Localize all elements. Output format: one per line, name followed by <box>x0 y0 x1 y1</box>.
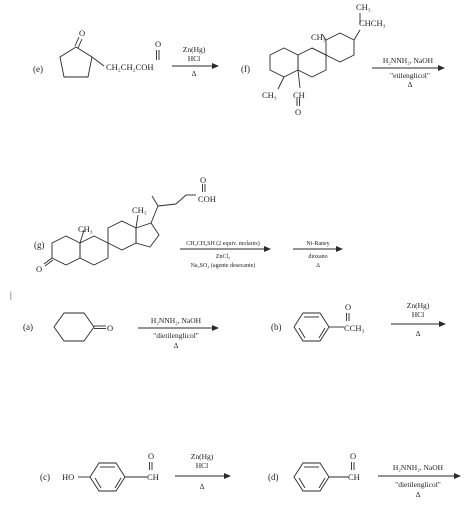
problem-e: (e) O CH₂CH₂COH O Zn(Hg) HCl Δ <box>33 28 219 78</box>
problem-d-label: (d) <box>268 472 279 482</box>
ketone-oxygen: O <box>79 28 85 38</box>
cyclopentanone-ring <box>59 36 105 78</box>
methyl-c18: CH₃ <box>132 205 147 215</box>
reagent-f-bottom: "etilenglicol" <box>390 71 430 80</box>
reagent-d-bottom: Δ <box>416 490 421 499</box>
ketone-oxygen-a: O <box>107 323 113 333</box>
benzene-ring-b <box>293 312 344 342</box>
problem-g: (g) O COH CH₃ CH₃ O CH₃CH₂SH (2 equiv. m… <box>34 175 343 274</box>
benzene-ring-c <box>78 462 147 492</box>
arrow-a <box>138 325 219 331</box>
arrow-g2 <box>293 246 343 252</box>
problem-f-label: (f) <box>241 64 250 74</box>
arrow-c <box>175 473 231 479</box>
arrow-b <box>391 321 446 327</box>
reagent-a-top: H₂NNH₂, NaOH <box>151 316 202 325</box>
reagent-b-top: Zn(Hg) <box>407 301 430 310</box>
reagent-e-bottom: Δ <box>192 69 197 78</box>
problem-c: (c) HO O CH Zn(Hg) HCl Δ <box>40 451 231 492</box>
aldehyde-ch: CH <box>293 90 305 100</box>
reagent-g1-top: CH₃CH₂SH (2 equiv. molares) <box>186 240 259 247</box>
reagent-c-top: Zn(Hg) <box>191 452 214 461</box>
acid-oxygen-g: O <box>200 175 206 185</box>
propanoic-chain: CH₂CH₂COH <box>106 62 154 72</box>
isopropyl-ch3: CH₃ <box>356 2 371 12</box>
reagent-e-mid: HCl <box>188 54 201 63</box>
angular-ch3: CH₃ <box>311 32 326 42</box>
reagent-b-mid: HCl <box>412 310 425 319</box>
reagent-a-bottom: Δ <box>174 341 179 350</box>
reagent-g1-mid: ZnCl₂ <box>216 254 230 260</box>
aldehyde-group-d: CH <box>348 472 360 482</box>
page-marker: | <box>10 290 12 300</box>
cyclohexanone-ring <box>53 312 106 342</box>
reagent-c-mid: HCl <box>196 461 209 470</box>
reagent-g2-bottom: Δ <box>316 263 320 269</box>
problem-f: (f) CH₃ CHCH₃ CH₃ CH₃ CH O H₂NNH₂, NaOH … <box>241 2 445 117</box>
reagent-g1-bottom: Na₂SO₄ (agente desecante) <box>191 262 256 269</box>
acid-oxygen: O <box>155 39 161 49</box>
carbonyl-oxygen-b: O <box>345 302 351 312</box>
reagent-c-bottom: Δ <box>200 482 205 491</box>
problem-a-label: (a) <box>23 322 33 332</box>
reagent-g2-mid: dioxano <box>308 254 327 260</box>
acid-group: COH <box>198 194 216 204</box>
problem-b: (b) O CCH₃ Zn(Hg) HCl Δ <box>271 301 446 342</box>
problem-c-label: (c) <box>40 472 50 482</box>
reagent-g2-top: Ni-Raney <box>306 241 329 247</box>
reagent-f-top: H₂NNH₂, NaOH <box>383 56 434 65</box>
problem-b-label: (b) <box>271 322 282 332</box>
arrow-g1 <box>180 246 271 252</box>
arrow-d <box>378 473 461 479</box>
carbonyl-oxygen-d: O <box>350 451 356 461</box>
problem-g-label: (g) <box>34 240 45 250</box>
reagent-e-top: Zn(Hg) <box>183 45 206 54</box>
arrow-f <box>372 65 445 71</box>
reagent-b-bottom: Δ <box>416 329 421 338</box>
benzene-ring-d <box>293 462 348 492</box>
isopropyl-ch: CHCH₃ <box>359 18 386 28</box>
problem-d: (d) O CH H₂NNH₂, NaOH "dietilenglicol" Δ <box>268 451 461 499</box>
reagent-a-mid: "dietilenglicol" <box>153 331 199 340</box>
carbonyl-oxygen-c: O <box>148 451 154 461</box>
steroid-skeleton <box>43 184 206 267</box>
reagent-d-top: H₂NNH₂, NaOH <box>393 463 444 472</box>
aldehyde-oxygen: O <box>295 107 301 117</box>
reagent-f-delta: Δ <box>408 80 413 89</box>
ketone-oxygen-g: O <box>36 264 42 274</box>
aldehyde-group-c: CH <box>147 472 159 482</box>
methyl-c19: CH₃ <box>78 224 93 234</box>
reagent-d-mid: "dietilenglicol" <box>395 480 441 489</box>
problem-e-label: (e) <box>33 64 43 74</box>
hydroxy-group: HO <box>62 472 74 482</box>
arrow-e <box>172 63 219 69</box>
bottom-ch3: CH₃ <box>262 90 277 100</box>
acetyl-group: CCH₃ <box>344 323 364 333</box>
tricyclic-skeleton <box>269 13 361 106</box>
problem-a: (a) O H₂NNH₂, NaOH "dietilenglicol" Δ <box>23 312 219 350</box>
